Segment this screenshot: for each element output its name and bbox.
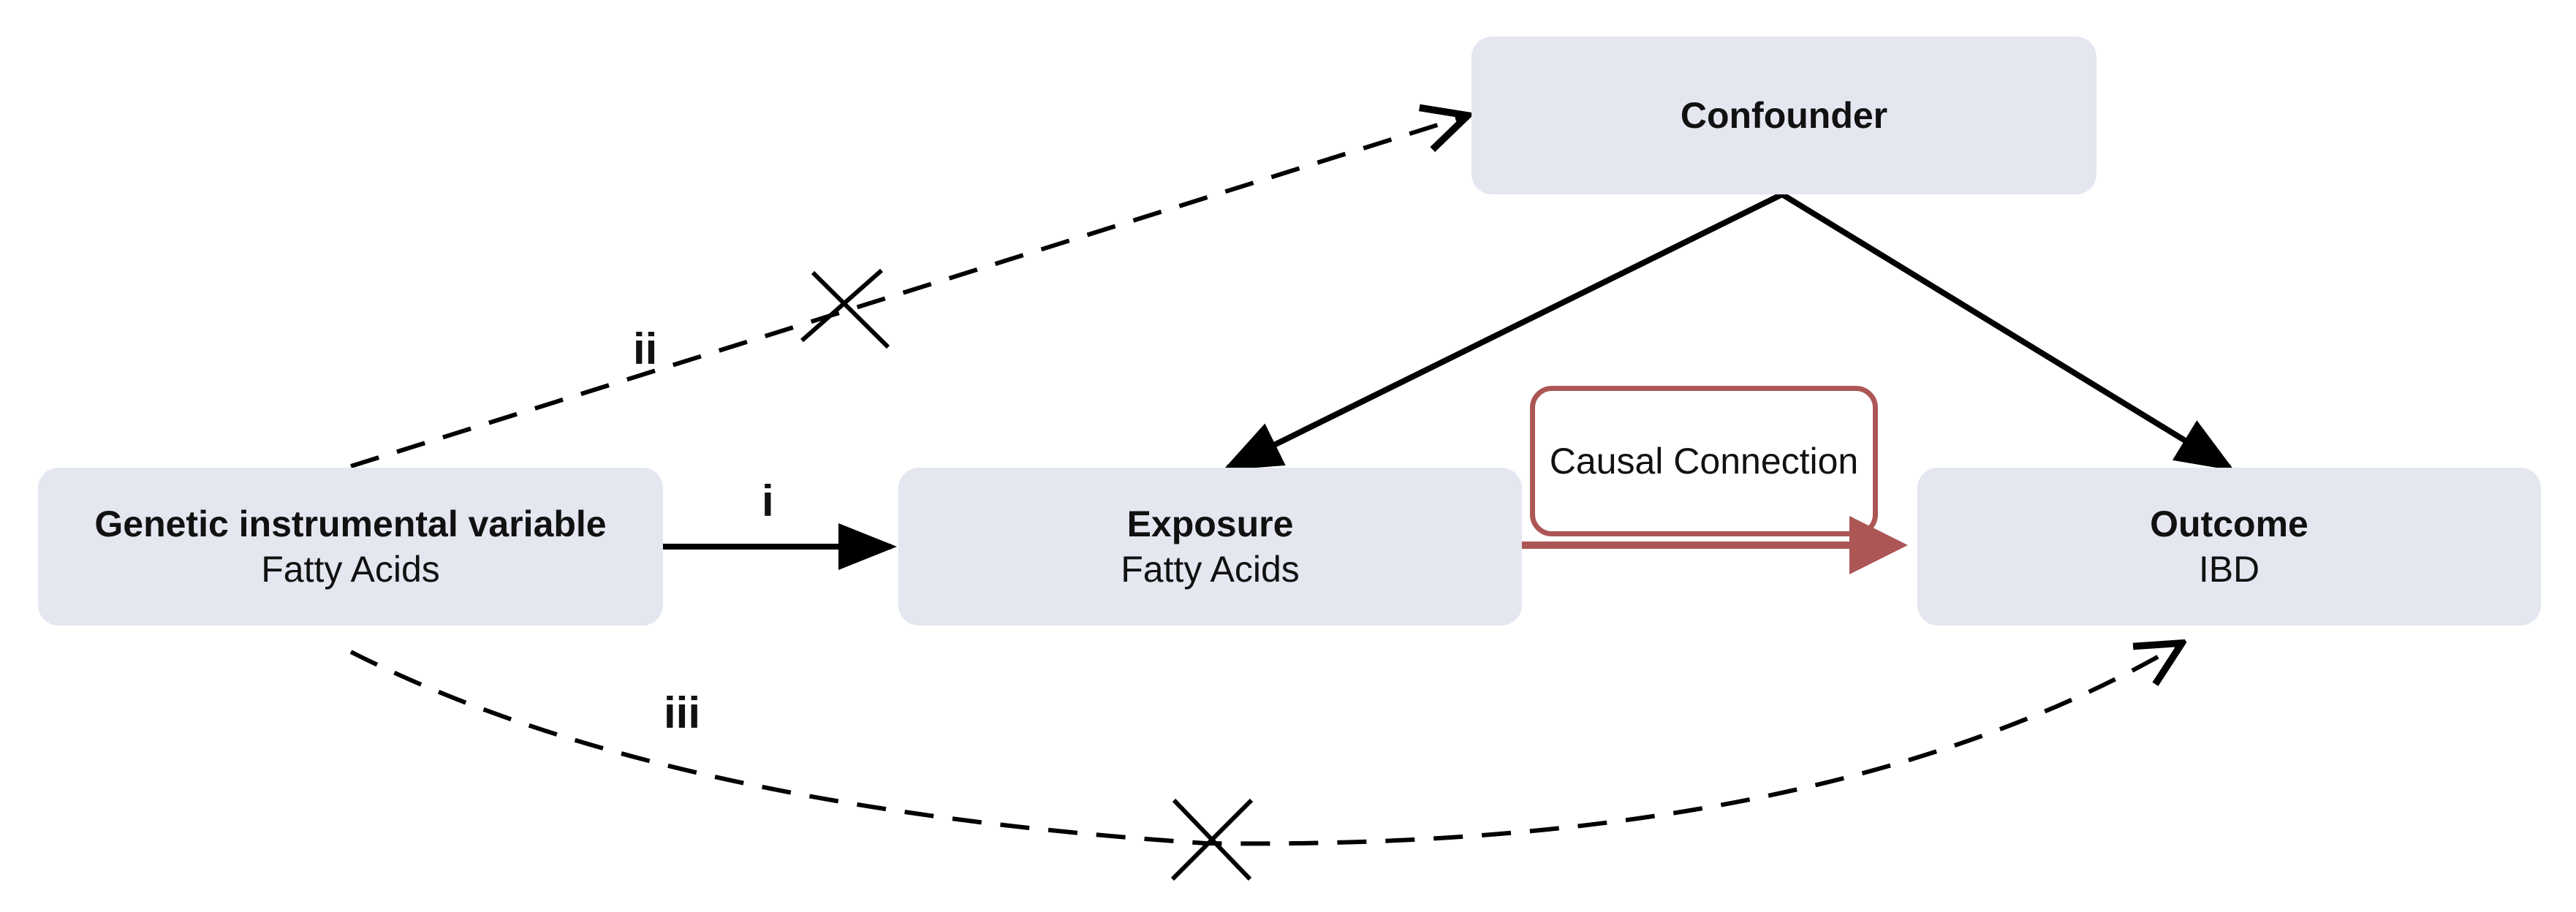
node-subtitle: Fatty Acids (261, 549, 440, 590)
arrow-confounder-to-exposure (1222, 191, 1784, 471)
causal-connection-label: Causal Connection (1530, 386, 1878, 536)
node-subtitle: IBD (2198, 549, 2260, 590)
arrow-confounder-to-outcome (1780, 191, 2235, 471)
node-genetic-instrumental-variable: Genetic instrumental variable Fatty Acid… (38, 468, 663, 626)
node-title: Exposure (1126, 503, 1294, 544)
node-title: Outcome (2150, 503, 2308, 544)
path-label-iii: iii (664, 688, 701, 737)
node-outcome: Outcome IBD (1917, 468, 2541, 626)
node-title: Confounder (1680, 94, 1888, 136)
node-confounder: Confounder (1471, 37, 2096, 194)
node-title: Genetic instrumental variable (94, 503, 607, 544)
path-label-i: i (762, 476, 774, 525)
blocked-cross-ii-icon (800, 268, 890, 349)
arrow-path-ii (350, 115, 1468, 468)
blocked-cross-iii-icon (1170, 798, 1254, 881)
path-label-ii: ii (633, 324, 658, 373)
node-subtitle: Fatty Acids (1121, 549, 1300, 590)
arrow-path-iii (349, 643, 2182, 846)
node-exposure: Exposure Fatty Acids (898, 468, 1522, 626)
